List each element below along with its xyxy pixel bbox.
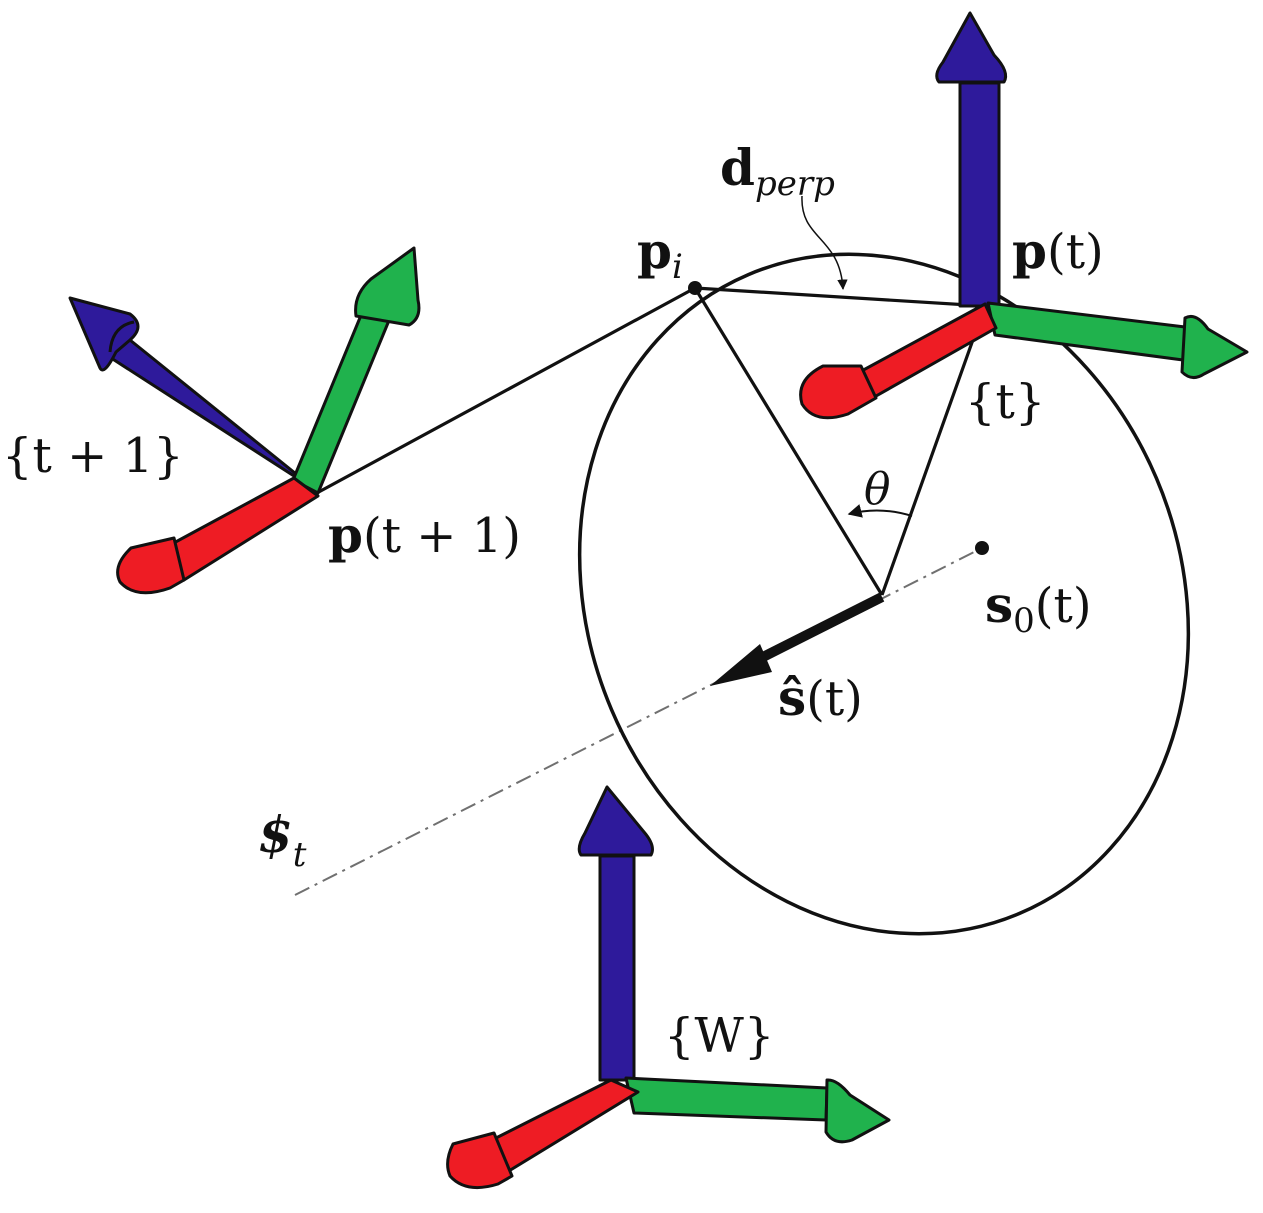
frame-t1-x-axis — [116, 476, 320, 595]
s-hat-arrow-head — [710, 644, 772, 686]
label-frame-t1: {t + 1} — [2, 428, 184, 484]
frame-t1-z-axis — [68, 296, 318, 492]
frame-t1-axes — [68, 246, 421, 595]
label-p-t1: p(t + 1) — [328, 505, 521, 564]
frame-t-axes — [799, 11, 1249, 420]
radius-to-p-i — [693, 287, 884, 596]
frame-t1-y-axis — [291, 246, 421, 495]
frame-w-y-axis — [624, 1076, 891, 1144]
frame-w-z-axis — [577, 785, 654, 1082]
theta-arc — [847, 504, 913, 518]
frame-w-axes — [446, 785, 891, 1190]
frame-t-y-axis — [986, 301, 1249, 379]
label-s-hat: ŝ(t) — [778, 668, 863, 727]
point-s0 — [975, 541, 989, 555]
label-frame-w: {W} — [664, 1008, 774, 1064]
label-screw-axis: $t — [258, 805, 307, 875]
rotation-circle — [577, 252, 1191, 936]
d-perp-pointer — [801, 195, 848, 291]
d-perp-chord — [694, 286, 986, 308]
screw-axis-line — [294, 547, 983, 896]
label-p-i: pi — [637, 221, 683, 287]
label-theta: θ — [864, 464, 891, 515]
label-p-t: p(t) — [1012, 221, 1104, 280]
s-hat-arrow-shaft — [752, 592, 885, 666]
label-d-perp: dperp — [720, 138, 835, 204]
point-p-i — [688, 281, 702, 295]
frame-t-x-axis — [799, 302, 998, 420]
frame-w-x-axis — [446, 1078, 640, 1190]
label-frame-t: {t} — [965, 374, 1045, 430]
label-s0: s0(t) — [985, 575, 1092, 641]
trajectory-line — [314, 286, 696, 496]
frame-t-z-axis — [935, 11, 1008, 308]
radius-to-p-t — [880, 305, 987, 596]
